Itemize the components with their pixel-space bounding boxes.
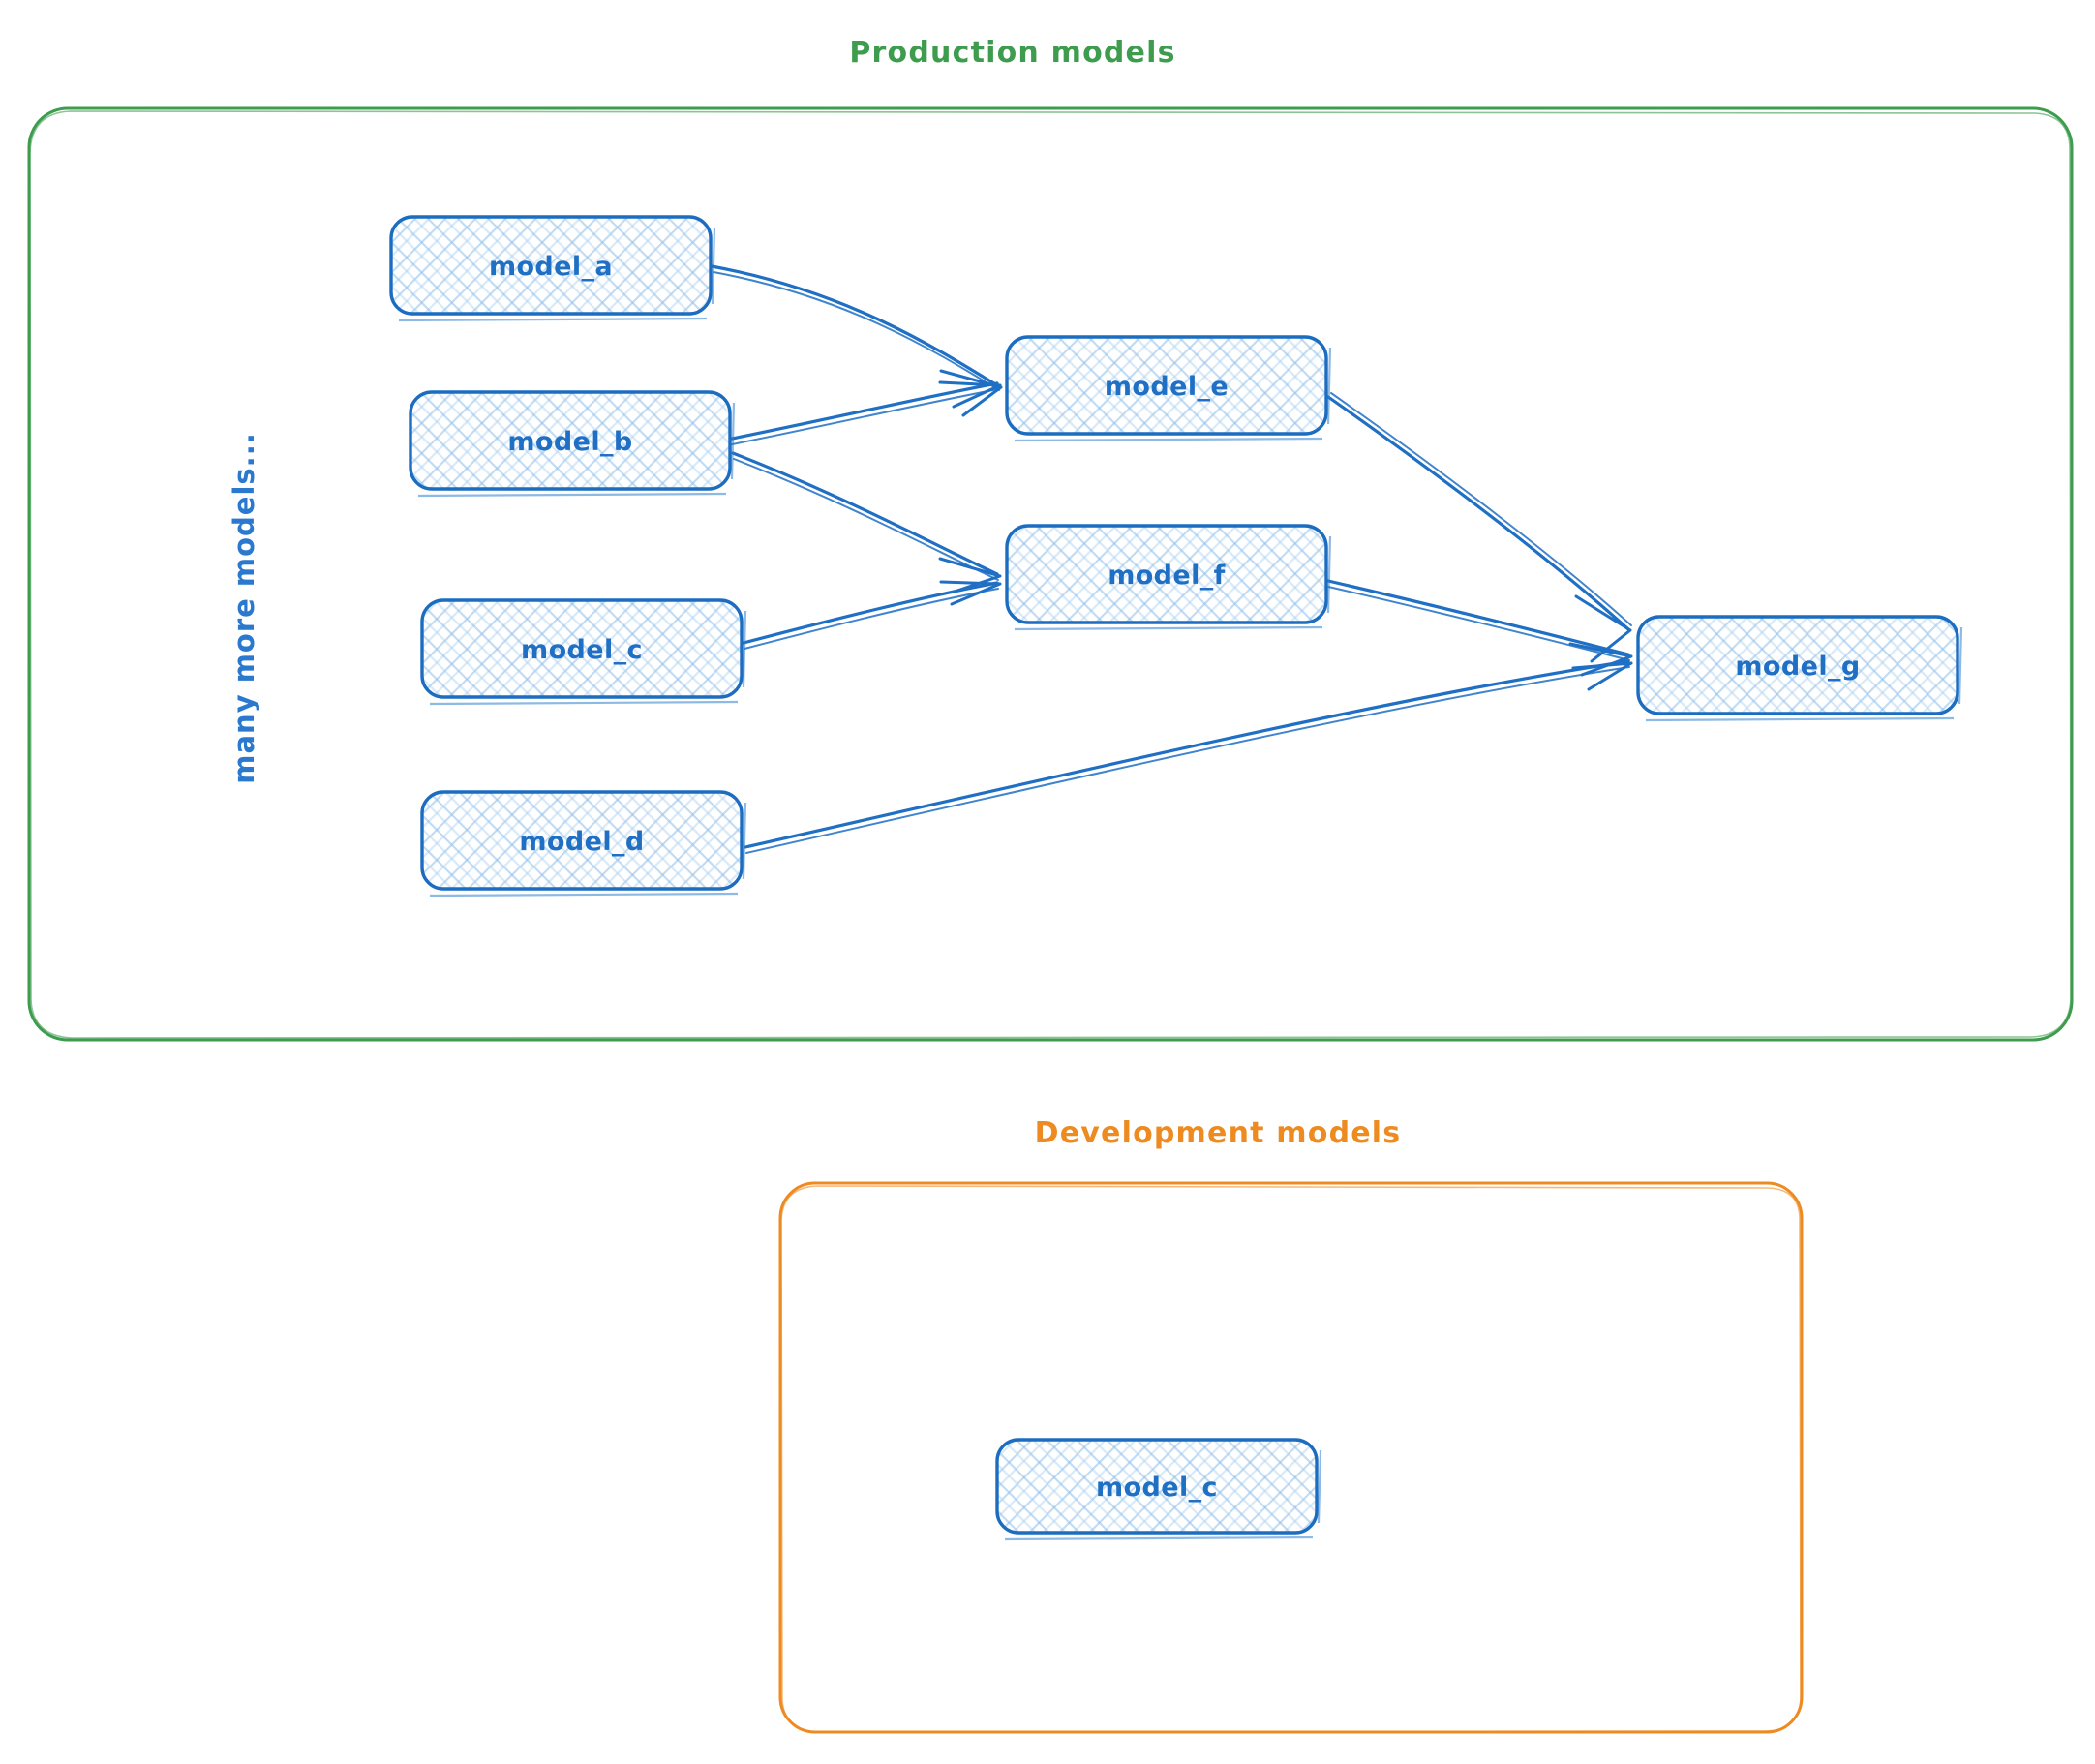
node-model_d[interactable]: model_d (420, 790, 747, 897)
node-model_c-dev[interactable]: model_c (995, 1438, 1322, 1541)
edge-model_d-model_g (744, 659, 1633, 854)
node-label-model_g: model_g (1735, 652, 1860, 682)
node-label-model_a: model_a (489, 252, 613, 282)
development-boundary-sketch (780, 1185, 1802, 1733)
production-group-title: Production models (849, 36, 1175, 70)
node-label-model_c: model_c (521, 635, 643, 665)
edge-model_b-model_e (730, 380, 1002, 445)
edge-model_a-model_e (710, 264, 1003, 417)
production-boundary (27, 106, 2074, 1042)
node-model_b[interactable]: model_b (409, 390, 736, 498)
node-label-model_c-dev: model_c (1096, 1473, 1218, 1503)
group-production (27, 106, 2074, 1042)
node-model_g[interactable]: model_g (1636, 615, 1963, 722)
group-development (778, 1181, 1804, 1734)
edge-model_f-model_g (1326, 579, 1633, 677)
edge-model_b-model_f (731, 451, 1002, 593)
many-more-models-note: many more models... (228, 432, 260, 783)
edge-model_c-model_f (742, 580, 1002, 650)
development-group-title: Development models (1035, 1116, 1402, 1150)
node-model_a[interactable]: model_a (389, 215, 716, 322)
node-label-model_b: model_b (507, 427, 632, 457)
node-label-model_d: model_d (519, 827, 644, 857)
node-model_c[interactable]: model_c (420, 598, 747, 706)
production-boundary-sketch (29, 110, 2072, 1039)
node-label-model_f: model_f (1108, 561, 1226, 591)
node-model_f[interactable]: model_f (1005, 524, 1332, 631)
node-label-model_e: model_e (1105, 372, 1229, 402)
node-model_e[interactable]: model_e (1005, 335, 1332, 442)
edge-layer (710, 264, 1633, 854)
edge-model_e-model_g (1326, 392, 1632, 663)
